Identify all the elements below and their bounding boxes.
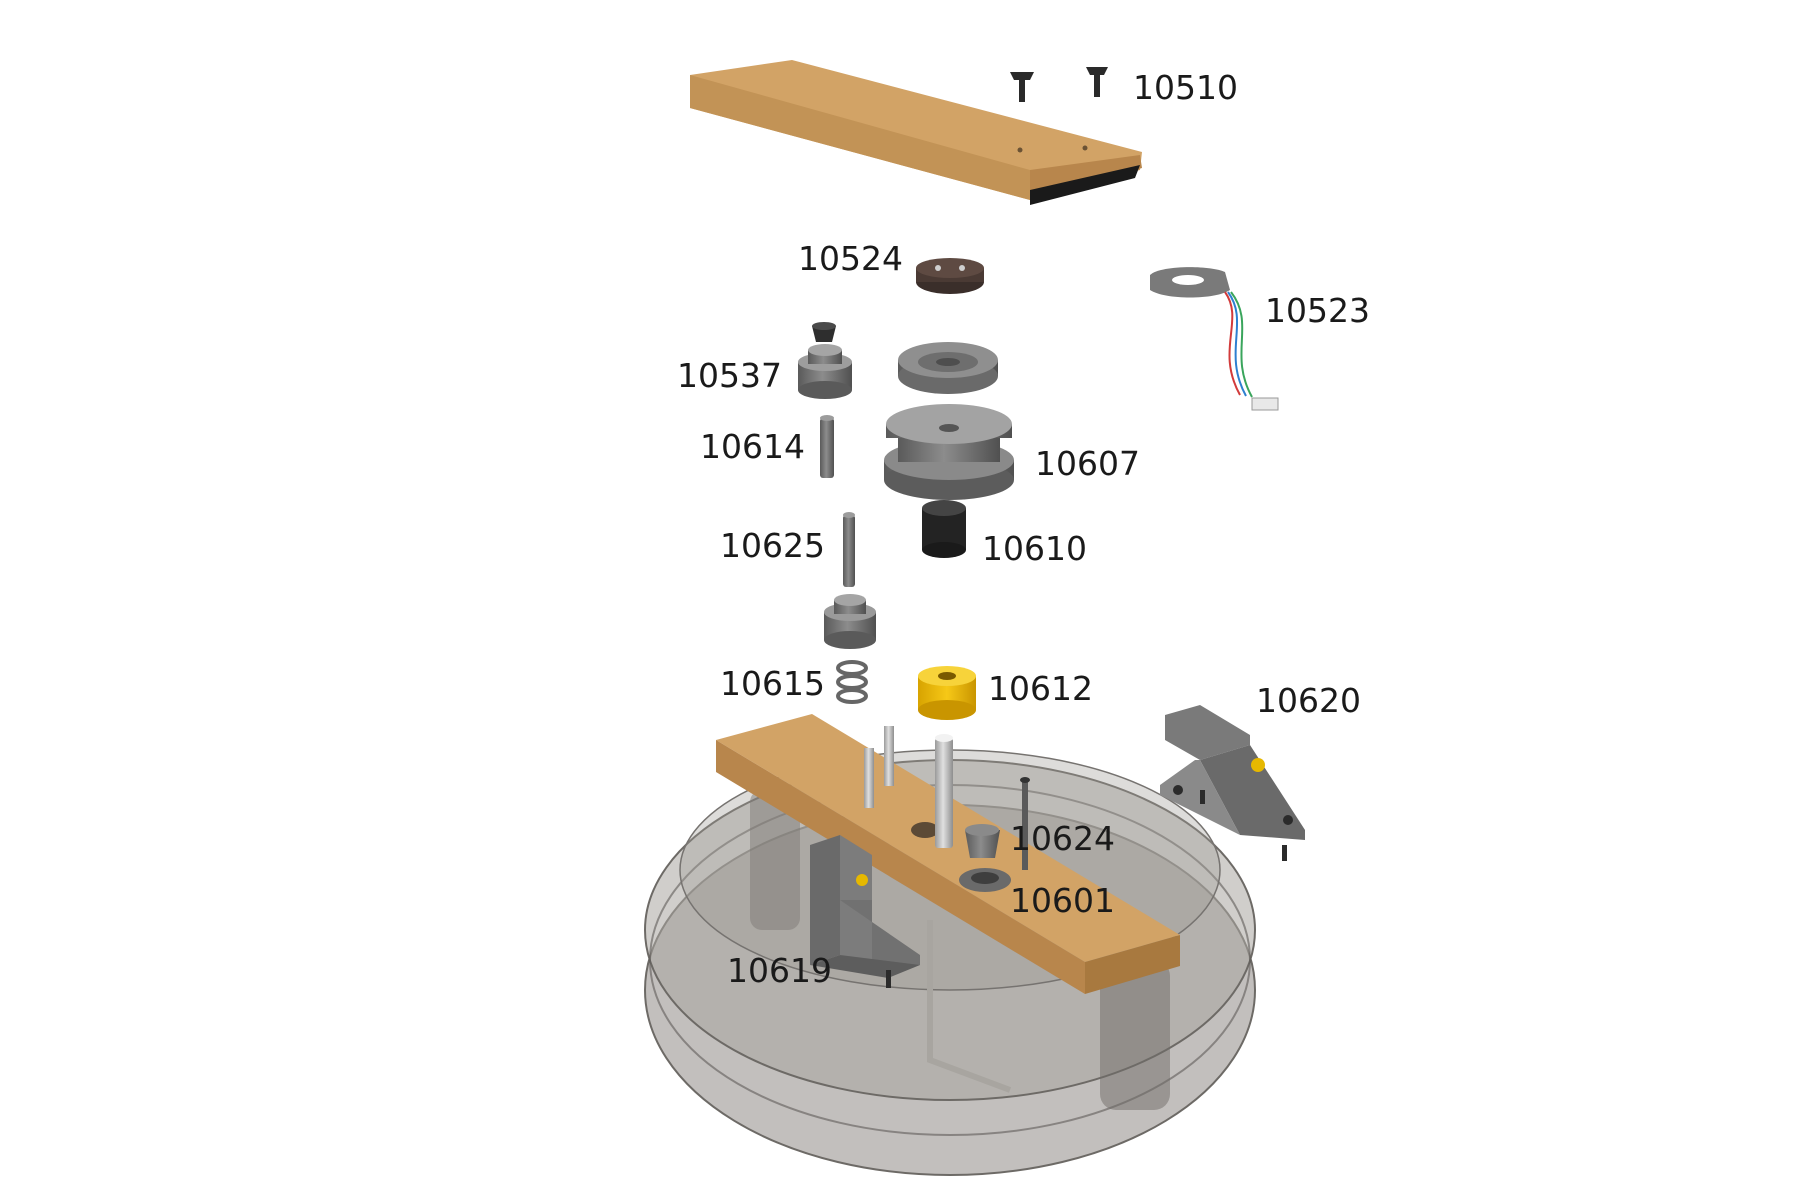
cap-plate (898, 342, 998, 394)
label-10524: 10524 (798, 239, 903, 278)
part-10601-hub (959, 868, 1011, 892)
label-10537: 10537 (677, 356, 782, 395)
part-10612-brass-bushing (918, 666, 976, 720)
part-10607-pulley (884, 404, 1014, 500)
label-10624: 10624 (1010, 819, 1115, 858)
part-10615-washers (836, 660, 868, 704)
part-10614-pin (820, 415, 834, 478)
part-labels: 10510 10524 10523 10537 10614 10607 1062… (677, 68, 1370, 990)
label-10510: 10510 (1133, 68, 1238, 107)
label-10610: 10610 (982, 529, 1087, 568)
part-10620-bracket (1160, 705, 1305, 861)
label-10619: 10619 (727, 951, 832, 990)
label-10612: 10612 (988, 669, 1093, 708)
part-10619-bracket (810, 835, 920, 988)
part-10537-spool (798, 322, 852, 399)
label-10601: 10601 (1010, 881, 1115, 920)
lower-spool (824, 594, 876, 649)
label-10625: 10625 (720, 526, 825, 565)
top-wood-beam (690, 60, 1142, 205)
part-10510-screws (1010, 67, 1108, 102)
part-10610-sleeve (922, 500, 966, 558)
label-10523: 10523 (1265, 291, 1370, 330)
part-10624-cup (965, 824, 1000, 858)
part-10625-pin (843, 512, 855, 587)
label-10620: 10620 (1256, 681, 1361, 720)
label-10615: 10615 (720, 664, 825, 703)
beam-rods (864, 726, 1030, 870)
label-10614: 10614 (700, 427, 805, 466)
part-10523-sensor (1150, 267, 1279, 411)
part-10524-block (916, 258, 984, 294)
label-10607: 10607 (1035, 444, 1140, 483)
